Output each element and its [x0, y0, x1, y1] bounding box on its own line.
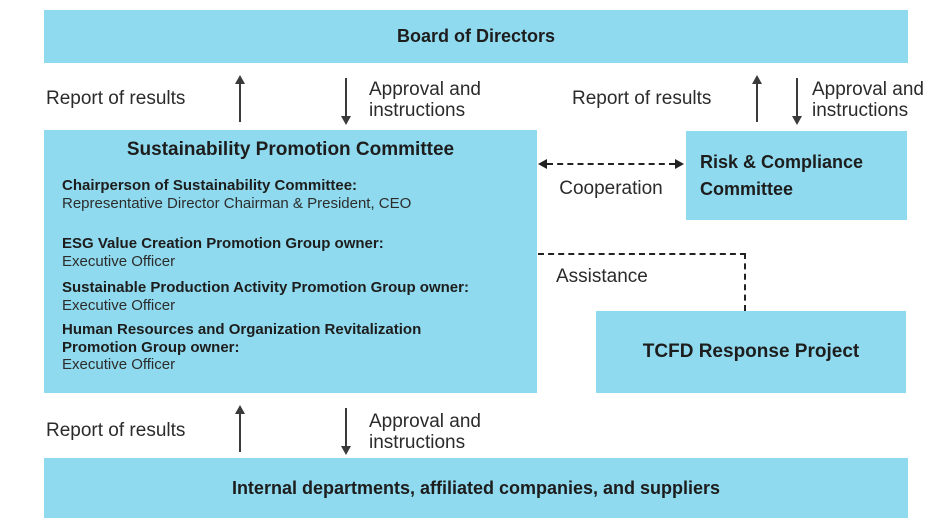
tcfd-response-project-box: TCFD Response Project: [596, 311, 906, 393]
internal-departments-box: Internal departments, affiliated compani…: [44, 458, 908, 518]
cooperation-double-arrow-icon: [538, 159, 684, 169]
board-of-directors-label: Board of Directors: [396, 26, 556, 46]
risk-compliance-committee-label: Risk & Compliance Committee: [700, 151, 864, 199]
member-person: Representative Director Chairman & Presi…: [62, 194, 412, 212]
cooperation-label: Cooperation: [559, 178, 663, 199]
approval-instructions-label-top-right: Approval and instructions: [812, 79, 924, 121]
member-role: ESG Value Creation Promotion Group owner…: [62, 235, 384, 252]
arrow-up-icon: [235, 405, 245, 452]
report-of-results-label-bottom: Report of results: [46, 420, 186, 441]
internal-departments-label: Internal departments, affiliated compani…: [231, 477, 721, 498]
committee-member-production-group: Sustainable Production Activity Promotio…: [62, 279, 527, 314]
report-of-results-label-top-left: Report of results: [46, 88, 186, 109]
arrow-down-icon: [341, 78, 351, 125]
approval-instructions-label-top-left: Approval and instructions: [369, 79, 481, 121]
sustainability-promotion-committee-box: Sustainability Promotion Committee Chair…: [44, 130, 537, 393]
committee-member-esg-group: ESG Value Creation Promotion Group owner…: [62, 235, 527, 270]
approval-instructions-label-bottom: Approval and instructions: [369, 411, 481, 453]
sustainability-committee-title: Sustainability Promotion Committee: [126, 139, 455, 160]
board-of-directors-box: Board of Directors: [44, 10, 908, 63]
member-person: Executive Officer: [62, 252, 176, 270]
tcfd-response-project-label: TCFD Response Project: [642, 341, 860, 362]
member-role: Human Resources and Organization Revital…: [62, 321, 422, 356]
committee-member-hr-group: Human Resources and Organization Revital…: [62, 321, 527, 374]
arrow-up-icon: [235, 75, 245, 122]
assistance-connector-horizontal: [538, 253, 746, 255]
arrow-down-icon: [341, 408, 351, 455]
member-role: Chairperson of Sustainability Committee:: [62, 177, 358, 194]
committee-member-chairperson: Chairperson of Sustainability Committee:…: [62, 177, 527, 212]
arrow-down-icon: [792, 78, 802, 125]
arrow-up-icon: [752, 75, 762, 122]
assistance-label: Assistance: [556, 266, 648, 287]
member-person: Executive Officer: [62, 356, 176, 373]
report-of-results-label-top-right: Report of results: [572, 88, 712, 109]
risk-compliance-committee-box: Risk & Compliance Committee: [686, 131, 907, 220]
member-role: Sustainable Production Activity Promotio…: [62, 279, 469, 296]
assistance-connector-vertical: [744, 253, 746, 311]
member-person: Executive Officer: [62, 296, 176, 314]
